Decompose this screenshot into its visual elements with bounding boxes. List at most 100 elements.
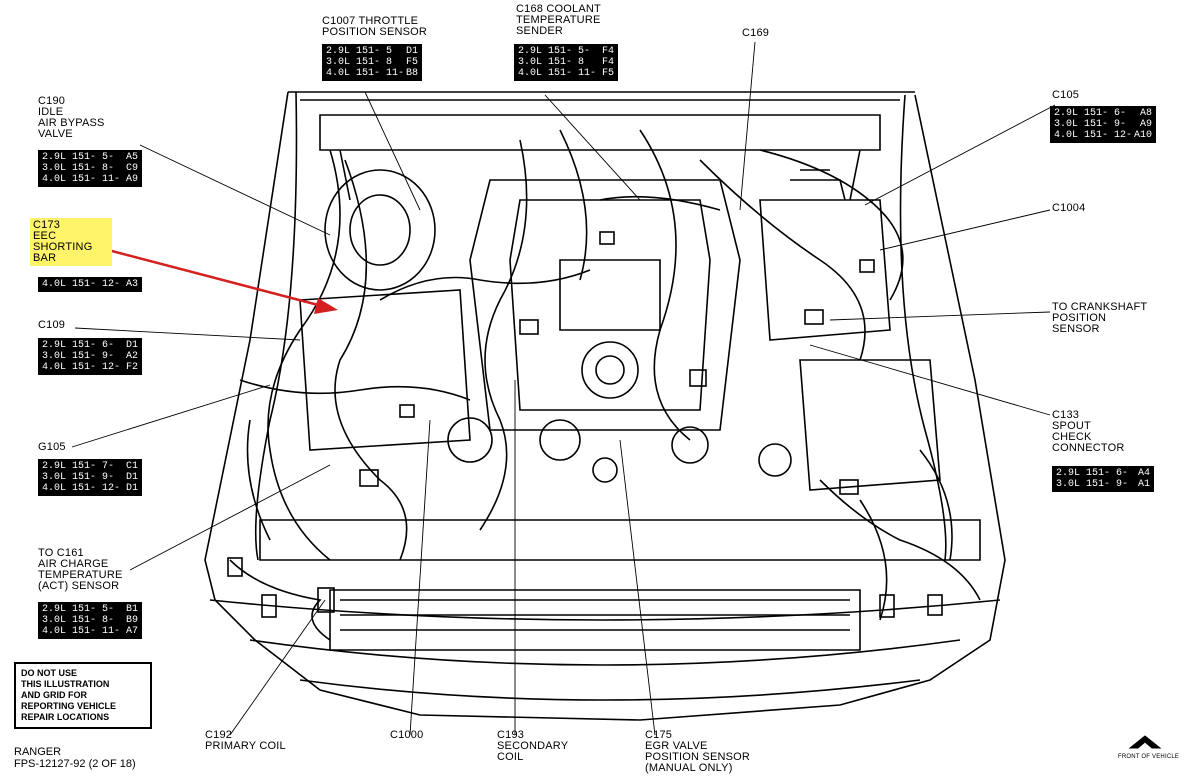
c168-line-2: TEMPERATURE — [516, 14, 601, 26]
c1007-row-1-ref: D1 — [405, 46, 418, 57]
callout-c190: C190 IDLE AIR BYPASS VALVE — [38, 96, 105, 140]
c1007-line-2: POSITION SENSOR — [322, 26, 428, 38]
callout-c133: C133 SPOUT CHECK CONNECTOR — [1052, 410, 1125, 454]
c105-row-1-ref: A8 — [1139, 108, 1152, 119]
c173-grid-table: 4.0L 151- 12- A3 — [38, 277, 142, 292]
c133-line-1: C133 — [1052, 409, 1080, 421]
c193-line-1: C193 — [497, 729, 525, 741]
callout-crankshaft-sensor: TO CRANKSHAFT POSITION SENSOR — [1052, 302, 1147, 335]
c169-line-1: C169 — [742, 27, 770, 39]
c133-line-2: SPOUT — [1052, 420, 1091, 432]
callout-c109: C109 — [38, 320, 65, 331]
callout-c1007: C1007 THROTTLE POSITION SENSOR — [322, 16, 427, 38]
c173-line-1: C173 — [33, 219, 61, 231]
c190-row-3-ref: A9 — [125, 174, 138, 185]
callout-c192: C192 PRIMARY COIL — [205, 730, 286, 752]
c161-row-2-ref: B9 — [125, 615, 138, 626]
notice-line-4: REPORTING VEHICLE — [21, 701, 117, 711]
g105-line-1: G105 — [38, 441, 66, 453]
c193-line-2: SECONDARY — [497, 740, 569, 752]
c190-row-2-ref: C9 — [125, 163, 138, 174]
c175-line-2: EGR VALVE — [645, 740, 708, 752]
g105-row-1-engine: 2.9L 151- 7- — [42, 461, 115, 472]
c190-row-2-engine: 3.0L 151- 8- — [42, 163, 115, 174]
c109-row-3-engine: 4.0L 151- 12- — [42, 362, 121, 373]
c173-line-2: EEC — [33, 230, 57, 242]
c109-row-1-ref: D1 — [125, 340, 138, 351]
c190-row-1-engine: 2.9L 151- 5- — [42, 152, 115, 163]
c190-grid-table: 2.9L 151- 5-A5 3.0L 151- 8-C9 4.0L 151- … — [38, 150, 142, 187]
c161-line-3: TEMPERATURE — [38, 569, 123, 581]
notice-line-3: AND GRID FOR — [21, 690, 87, 700]
c1007-row-3-engine: 4.0L 151- 11- — [326, 68, 405, 79]
notice-line-1: DO NOT USE — [21, 668, 78, 678]
c168-row-3-ref: F5 — [601, 68, 614, 79]
g105-row-3-ref: D1 — [125, 483, 138, 494]
callout-c193: C193 SECONDARY COIL — [497, 730, 568, 763]
c173-row-1-ref: A3 — [125, 279, 138, 290]
callout-c1000: C1000 — [390, 730, 423, 741]
g105-row-3-engine: 4.0L 151- 12- — [42, 483, 121, 494]
c105-line-1: C105 — [1052, 89, 1080, 101]
c168-row-3-engine: 4.0L 151- 11- — [518, 68, 597, 79]
c133-grid-table: 2.9L 151- 6-A4 3.0L 151- 9-A1 — [1052, 466, 1154, 492]
c190-line-2: IDLE — [38, 106, 64, 118]
c105-row-3-ref: A10 — [1133, 130, 1152, 141]
c173-line-4: BAR — [33, 252, 57, 264]
c175-line-1: C175 — [645, 729, 673, 741]
c1007-line-1: C1007 THROTTLE — [322, 15, 419, 27]
crank-line-2: POSITION — [1052, 312, 1107, 324]
c133-line-3: CHECK — [1052, 431, 1092, 443]
g105-grid-table: 2.9L 151- 7- C1 3.0L 151- 9- D1 4.0L 151- … — [38, 459, 142, 496]
c161-line-2: AIR CHARGE — [38, 558, 109, 570]
c133-row-2-ref: A1 — [1137, 479, 1150, 490]
c109-row-2-ref: A2 — [125, 351, 138, 362]
g105-row-2-engine: 3.0L 151- 9- — [42, 472, 115, 483]
c175-line-3: POSITION SENSOR — [645, 751, 751, 763]
crank-line-3: SENSOR — [1052, 323, 1100, 335]
c190-row-1-ref: A5 — [125, 152, 138, 163]
do-not-use-notice: DO NOT USE THIS ILLUSTRATION AND GRID FO… — [14, 662, 152, 729]
c1007-row-2-engine: 3.0L 151- 8 — [326, 57, 393, 68]
g105-row-1-ref: C1 — [125, 461, 138, 472]
callout-c105: C105 — [1052, 90, 1079, 101]
c161-line-4: (ACT) SENSOR — [38, 580, 120, 592]
notice-line-5: REPAIR LOCATIONS — [21, 712, 110, 722]
c173-row-1-engine: 4.0L 151- 12- — [42, 279, 121, 290]
callout-c168: C168 COOLANT TEMPERATURE SENDER — [516, 4, 601, 37]
c168-row-1-engine: 2.9L 151- 5- — [518, 46, 591, 57]
c105-grid-table: 2.9L 151- 6-A8 3.0L 151- 9-A9 4.0L 151- … — [1050, 106, 1156, 143]
c1007-row-3-ref: B8 — [405, 68, 418, 79]
footer-model: RANGER — [14, 746, 62, 758]
c161-row-3-engine: 4.0L 151- 11- — [42, 626, 121, 637]
c161-row-3-ref: A7 — [125, 626, 138, 637]
c168-row-2-ref: F4 — [601, 57, 614, 68]
c168-row-1-ref: F4 — [601, 46, 614, 57]
c105-row-3-engine: 4.0L 151- 12- — [1054, 130, 1133, 141]
figure-footer: RANGER FPS-12127-92 (2 OF 18) — [14, 746, 136, 770]
c190-line-1: C190 — [38, 95, 66, 107]
c1007-grid-table: 2.9L 151- 5 D1 3.0L 151- 8 F5 4.0L 151- 11… — [322, 44, 422, 81]
callout-c173: C173 EEC SHORTING BAR — [30, 218, 112, 266]
callout-c169: C169 — [742, 28, 769, 39]
c109-line-1: C109 — [38, 319, 66, 331]
g105-row-2-ref: D1 — [125, 472, 138, 483]
crank-line-1: TO CRANKSHAFT — [1052, 301, 1148, 313]
c1007-row-2-ref: F5 — [405, 57, 418, 68]
c173-line-3: SHORTING — [33, 241, 93, 253]
c161-row-1-engine: 2.9L 151- 5- — [42, 604, 115, 615]
notice-line-2: THIS ILLUSTRATION — [21, 679, 110, 689]
c161-row-1-ref: B1 — [125, 604, 138, 615]
footer-figure-id: FPS-12127-92 (2 OF 18) — [14, 758, 136, 770]
c1000-line-1: C1000 — [390, 729, 424, 741]
callout-c1004: C1004 — [1052, 203, 1085, 214]
c192-line-2: PRIMARY COIL — [205, 740, 286, 752]
c1007-row-1-engine: 2.9L 151- 5 — [326, 46, 393, 57]
c168-line-1: C168 COOLANT — [516, 3, 601, 15]
c133-line-4: CONNECTOR — [1052, 442, 1125, 454]
c161-grid-table: 2.9L 151- 5- B1 3.0L 151- 8- B9 4.0L 151- … — [38, 602, 142, 639]
c109-grid-table: 2.9L 151- 6-D1 3.0L 151- 9-A2 4.0L 151- … — [38, 338, 142, 375]
c161-row-2-engine: 3.0L 151- 8- — [42, 615, 115, 626]
c193-line-3: COIL — [497, 751, 524, 763]
